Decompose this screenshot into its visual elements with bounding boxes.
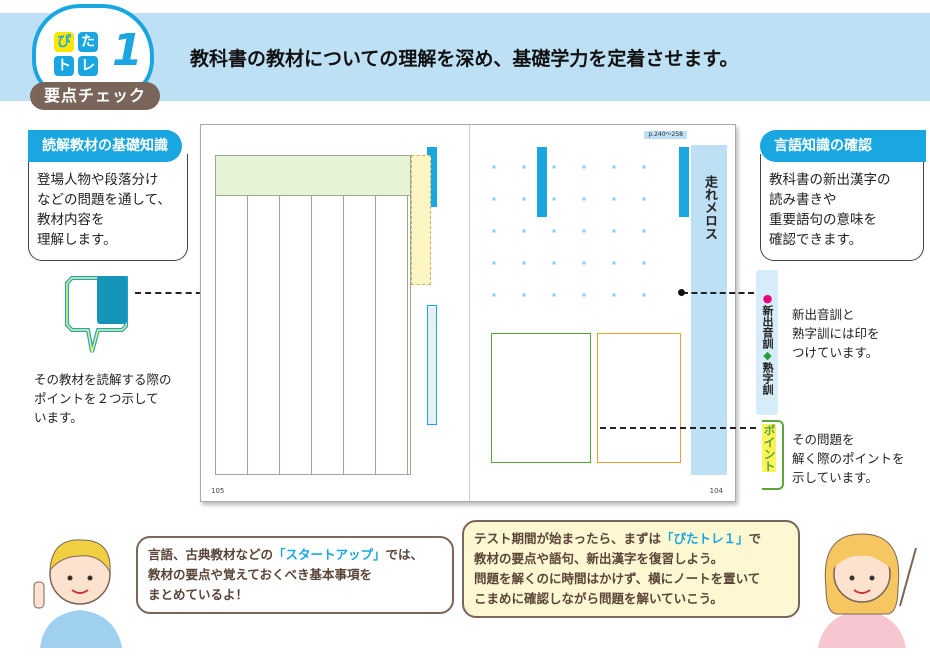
mark-label: 新出音訓 — [761, 305, 774, 349]
left-note: その教材を読解する際の ポイントを２つ示して います。 — [34, 372, 172, 425]
point-bracket — [762, 420, 784, 490]
page-headline: 教科書の教材についての理解を深め、基礎学力を定着させます。 — [190, 48, 739, 70]
card-title: 読解教材の基礎知識 — [28, 130, 182, 162]
diamond-icon: ◆ — [761, 349, 774, 362]
bubble-line: 言語、古典教材などの「スタートアップ」では、 教材の要点や覚えておくべき基本事項… — [148, 545, 442, 605]
mark-label: 熟字訓 — [761, 362, 774, 395]
speech-point-icon — [65, 276, 128, 353]
boy-character — [33, 539, 122, 648]
reading-basics-card: 読解教材の基礎知識 登場人物や段落分け などの問題を通して、 教材内容を 理解し… — [28, 130, 188, 261]
bubble-line: テスト期間が始まったら、まずは「ぴたトレ１」で 教材の要点や語句、新出漢字を復習… — [474, 529, 788, 609]
terms-box — [491, 333, 591, 463]
section-marker — [427, 147, 437, 207]
table-header — [216, 156, 410, 196]
logo-tile: ト — [54, 56, 74, 76]
speech-bubble-right: テスト期間が始まったら、まずは「ぴたトレ１」で 教材の要点や語句、新出漢字を復習… — [462, 520, 800, 618]
word-box — [411, 155, 431, 285]
bubble-text: では、 教材の要点や覚えておくべき基本事項を まとめているよ！ — [148, 547, 424, 602]
logo-number: 1 — [112, 25, 143, 76]
character-table — [215, 155, 411, 475]
bubble-text: テスト期間が始まったら、まずは — [474, 531, 662, 546]
language-knowledge-card: 言語知識の確認 教科書の新出漢字の 読み書きや 重要語句の意味を 確認できます。 — [760, 130, 926, 261]
book-fold — [469, 125, 470, 501]
logo-tile: ぴ — [54, 32, 74, 52]
bubble-highlight: 「ぴたトレ１」 — [661, 531, 749, 546]
story-title: 走れメロス — [702, 175, 717, 240]
card-body: 教科書の新出漢字の 読み書きや 重要語句の意味を 確認できます。 — [769, 172, 891, 248]
bubble-text: 言語、古典教材などの — [148, 547, 274, 562]
point-note: その問題を 解く際のポイントを 示しています。 — [792, 432, 905, 485]
leader-dot — [678, 289, 685, 296]
point-box — [427, 305, 437, 425]
title-bar — [691, 145, 727, 475]
point-label: ポイント — [762, 424, 776, 472]
logo-tile: た — [78, 32, 98, 52]
leader-line — [682, 292, 754, 294]
section-marker — [537, 147, 547, 217]
page-number-left: 105 — [211, 487, 225, 495]
bubble-text: で 教材の要点や語句、新出漢字を復習しよう。 問題を解くのに時間はかけず、横にノ… — [474, 531, 762, 606]
characters-box — [597, 333, 681, 463]
bubble-highlight: 「スタートアップ」 — [273, 547, 386, 562]
logo-tile: レ — [78, 56, 98, 76]
pitatore-logo: ぴ た ト レ 1 要点チェック — [24, 4, 164, 110]
section-marker — [679, 147, 689, 217]
card-body: 登場人物や段落分け などの問題を通して、 教材内容を 理解します。 — [37, 172, 171, 248]
leader-line — [600, 427, 756, 429]
logo-label: 要点チェック — [30, 82, 160, 110]
dot-icon: ● — [761, 292, 774, 305]
page-range: p.240～258 — [644, 131, 687, 139]
page-number-right: 104 — [709, 487, 723, 495]
reading-marks-legend: ●新出音訓◆熟字訓 — [756, 270, 778, 415]
card-title: 言語知識の確認 — [760, 130, 926, 162]
marks-note: 新出音訓と 熟字訓には印を つけています。 — [792, 307, 880, 360]
textbook-spread: 走れメロス p.240～258 105 104 — [200, 124, 736, 502]
speech-bubble-left: 言語、古典教材などの「スタートアップ」では、 教材の要点や覚えておくべき基本事項… — [136, 536, 454, 614]
girl-character — [818, 533, 917, 648]
kanji-questions — [479, 151, 669, 321]
